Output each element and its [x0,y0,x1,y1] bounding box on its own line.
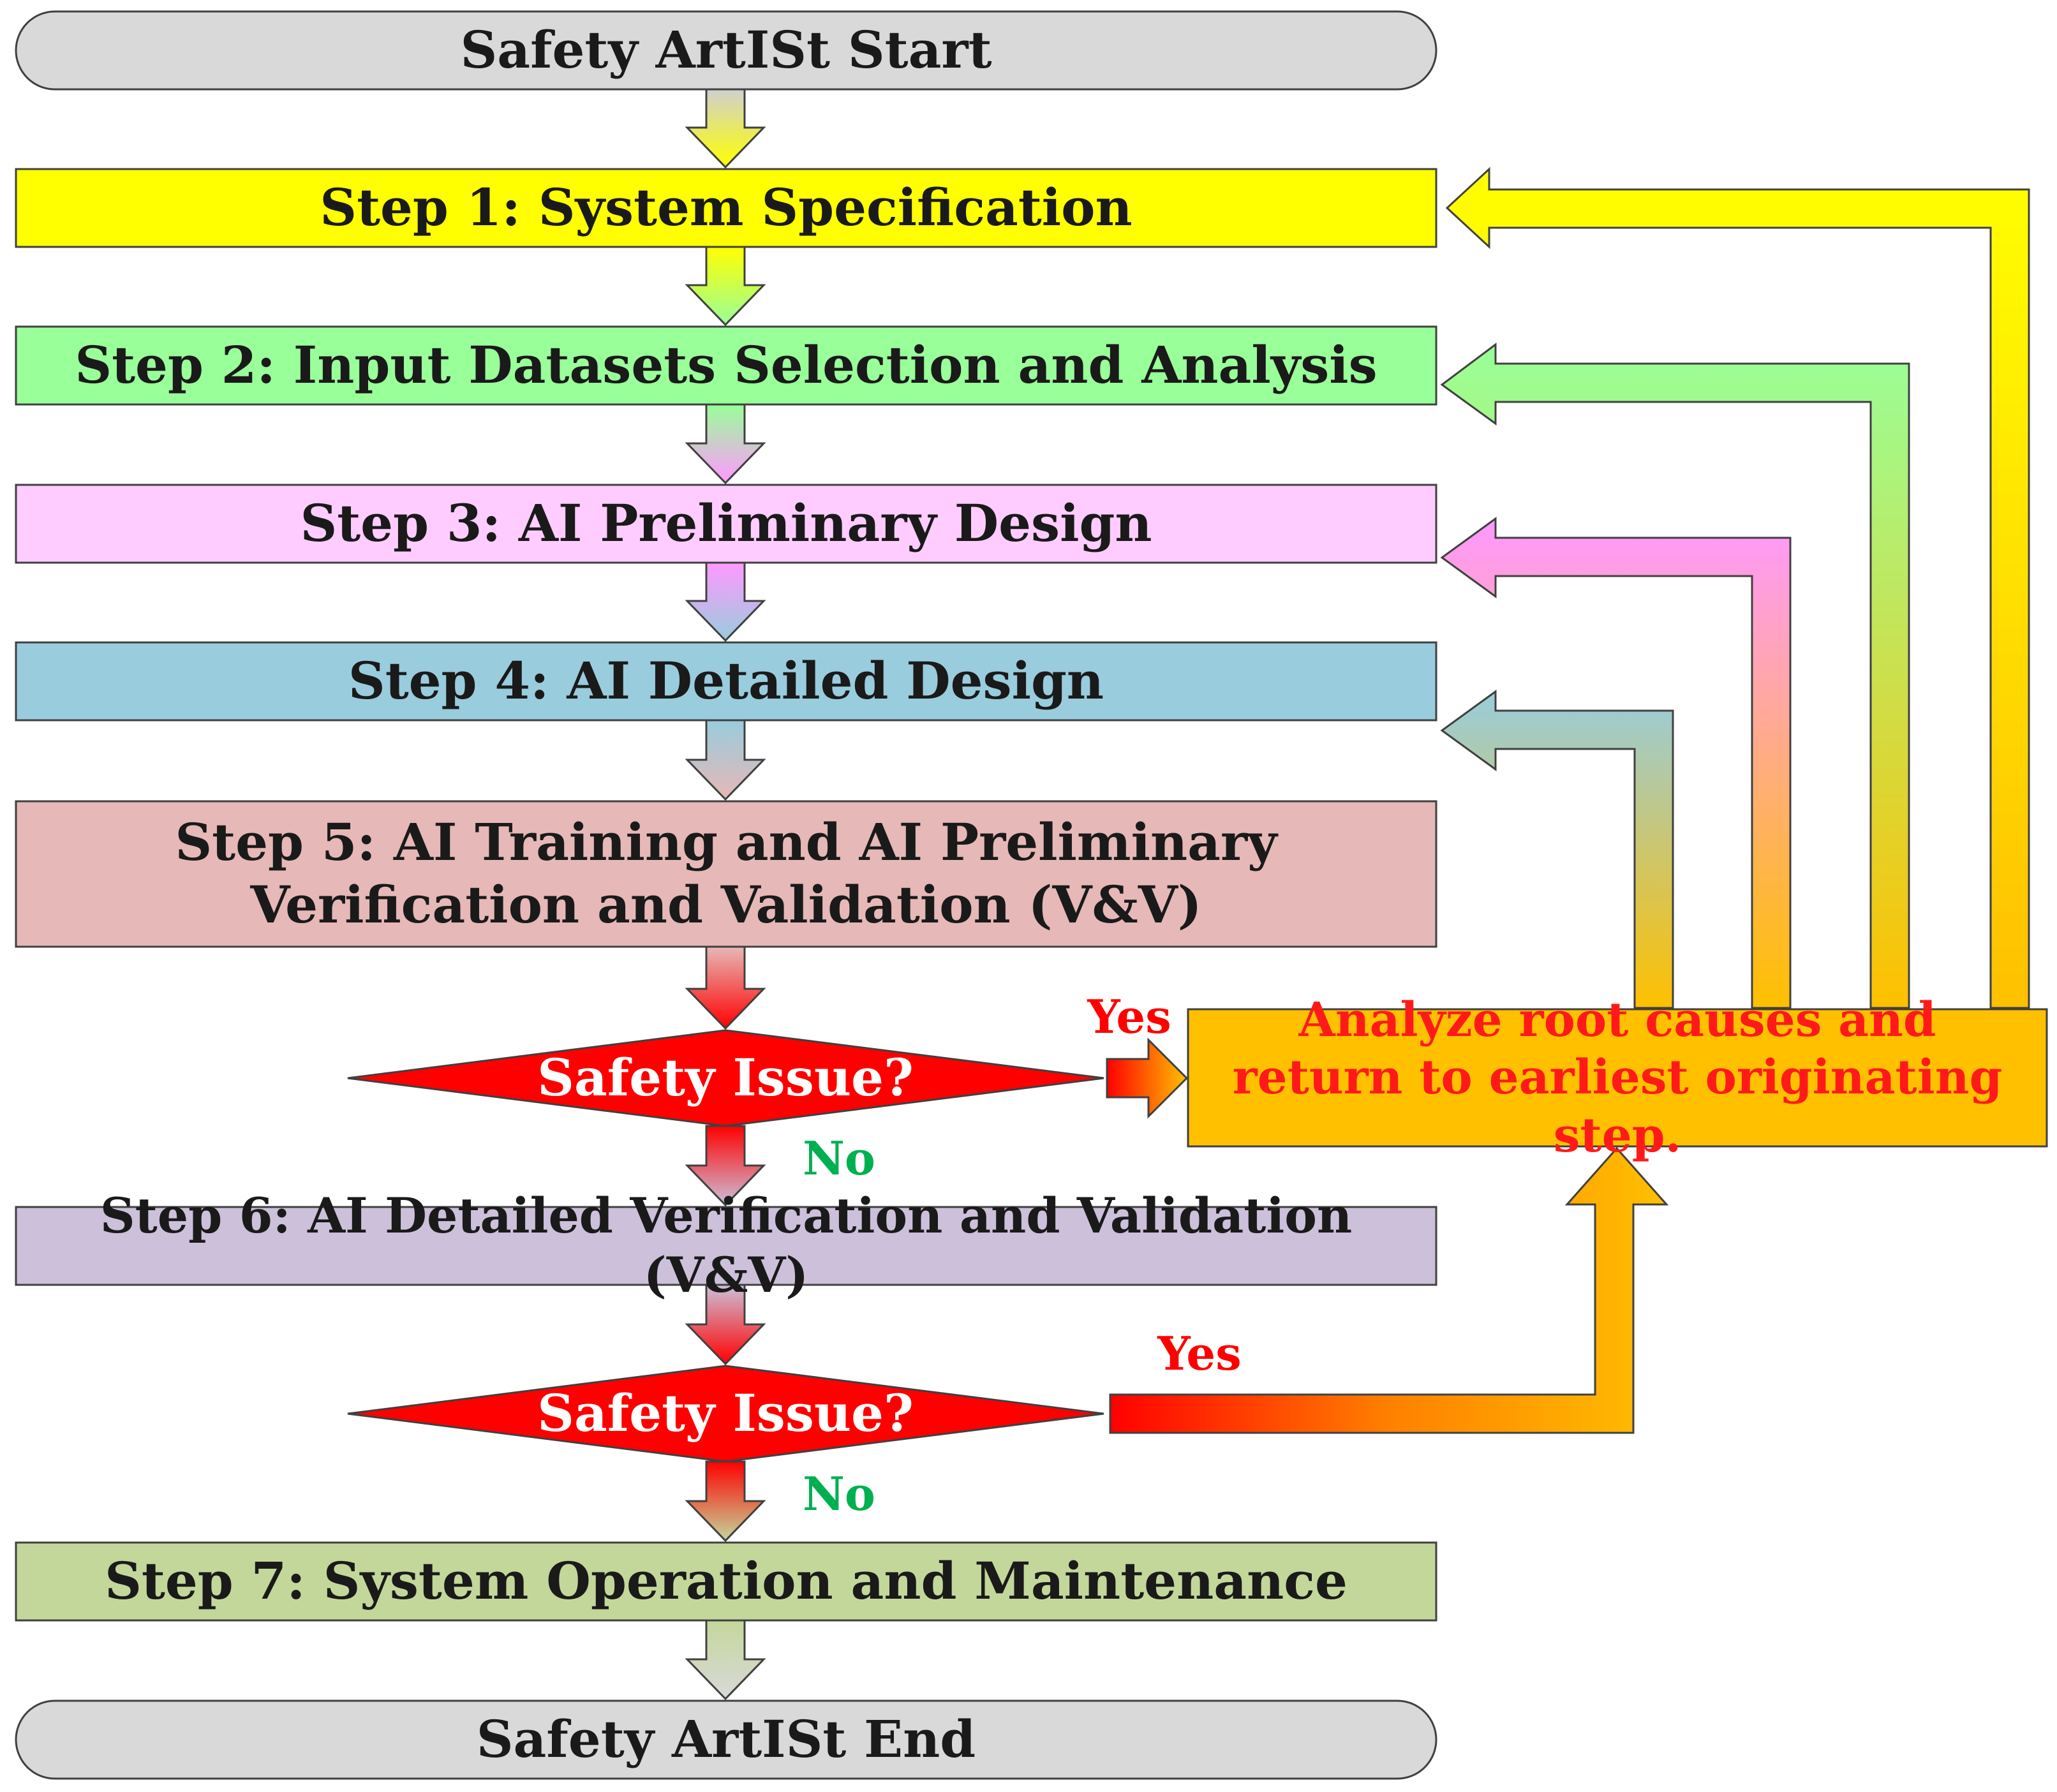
decision-2-no-label: No [803,1467,875,1522]
arrow-return-to-step3 [1440,517,1792,1009]
step-4-box [15,641,1437,722]
arrow-step2-to-step3 [685,403,766,485]
step-5-label: Step 5: AI Training and AI Preliminary V… [175,812,1277,935]
arrow-decision2-to-step7 [685,1460,766,1543]
start-label: Safety ArtISt Start [460,20,992,80]
arrow-decision2-yes [1109,1146,1669,1434]
step-2-label: Step 2: Input Datasets Selection and Ana… [75,335,1378,396]
arrow-step1-to-step2 [685,246,766,327]
step-5-box [15,800,1437,948]
end-label: Safety ArtISt End [476,1709,976,1770]
decision-1-yes-label: Yes [1087,989,1171,1044]
step-1-label: Step 1: System Specification [320,177,1132,238]
arrow-decision1-yes [1106,1037,1189,1119]
step-4-label: Step 4: AI Detailed Design [348,651,1104,711]
arrow-return-to-step4 [1440,690,1674,1009]
decision-1-label: Safety Issue? [537,1048,914,1108]
step-3-label: Step 3: AI Preliminary Design [300,493,1152,554]
arrow-step5-to-decision1 [685,945,766,1030]
arrow-return-to-step1 [1445,167,2030,1009]
decision-1-diamond [347,1029,1104,1127]
arrow-step6-to-decision2 [685,1284,766,1366]
decision-2-yes-label: Yes [1157,1326,1242,1381]
step-7-box [15,1541,1437,1622]
step-3-box [15,484,1437,564]
arrow-step7-to-end [685,1619,766,1701]
root-cause-label: Analyze root causes and return to earlie… [1232,993,2003,1163]
arrow-return-to-step2 [1440,343,1910,1009]
arrow-start-to-step1 [685,88,766,169]
root-cause-box [1187,1008,2048,1148]
arrow-step4-to-step5 [685,719,766,801]
arrow-step3-to-step4 [685,561,766,642]
decision-1-no-label: No [803,1131,875,1186]
end-terminator [15,1699,1437,1780]
step-7-label: Step 7: System Operation and Maintenance [105,1551,1348,1611]
arrow-decision1-to-step6 [685,1125,766,1207]
decision-2-diamond [347,1365,1104,1463]
decision-2-label: Safety Issue? [537,1383,914,1444]
step-2-box [15,325,1437,406]
step-6-label: Step 6: AI Detailed Verification and Val… [100,1187,1353,1303]
step-6-box [15,1206,1437,1286]
